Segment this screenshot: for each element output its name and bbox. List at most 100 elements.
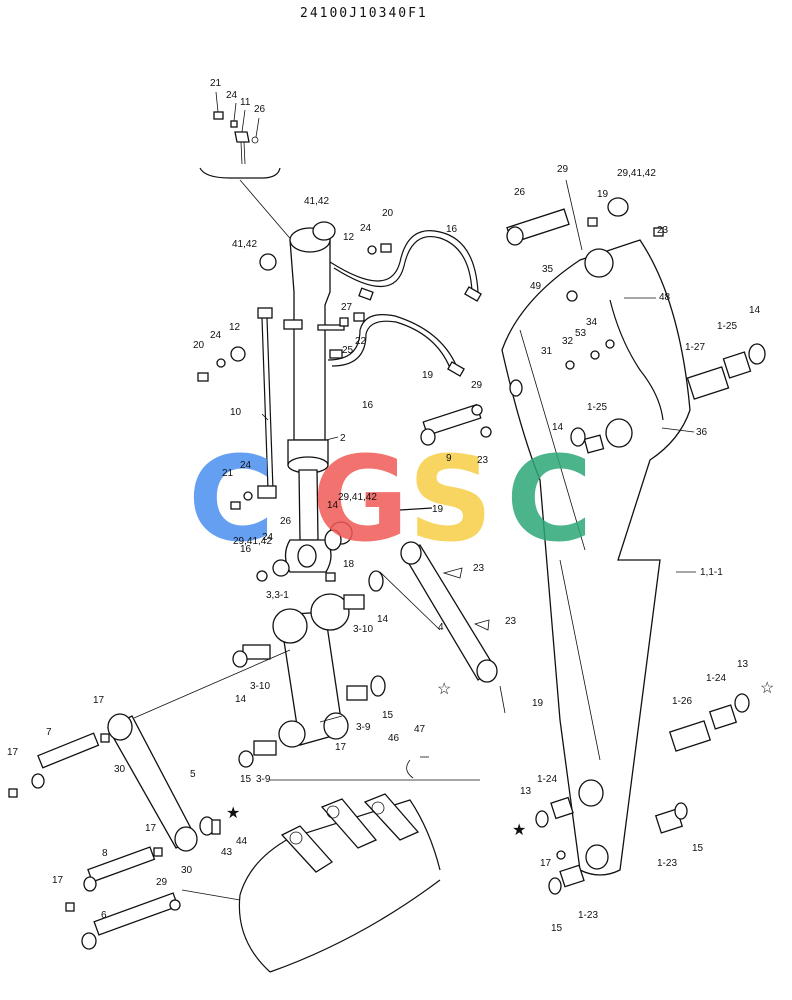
callout: 18 [343,559,355,570]
callout: 1-26 [672,696,692,707]
callout: 14 [377,614,389,625]
callout: 4 [438,622,444,633]
callout: 23 [657,225,669,236]
callout: 41,42 [232,239,257,250]
link-3 [232,570,386,768]
callout: 19 [432,504,444,515]
callout: 20 [382,208,394,219]
callout: 35 [542,264,554,275]
callout: 13 [737,659,749,670]
callout: 44 [236,836,248,847]
callout: 22 [355,336,367,347]
arm-bushings [420,197,766,895]
arm-1 [501,239,691,876]
drawing-code: 24100J10340F1 [300,6,428,21]
callout: 16 [362,400,374,411]
callout: 34 [586,317,598,328]
callout: 1-23 [578,910,598,921]
fasteners-left [197,221,433,582]
callout: 21 [222,468,234,479]
callout: 31 [541,346,553,357]
svg-text:☆: ☆ [437,681,451,698]
callout: 6 [101,910,107,921]
callout: 3,3-1 [266,590,289,601]
callout: 5 [190,769,196,780]
callout: 15 [692,843,704,854]
callout: 36 [696,427,708,438]
watermark-letter-s: S [408,430,493,568]
link-4 [400,541,506,714]
callout: 24 [262,532,274,543]
callout: 23 [473,563,485,574]
callout: 17 [145,823,157,834]
callout: 29 [471,380,483,391]
callout: 29,41,42 [617,168,656,179]
callout: 14 [235,694,247,705]
watermark-letter-c1: C [188,430,275,568]
callout: 3-9 [356,722,371,733]
callout: 12 [229,322,241,333]
callout: 26 [514,187,526,198]
callout: 29,41,42 [338,492,377,503]
callout: 17 [335,742,347,753]
callout: 3-9 [256,774,271,785]
detail-clamp [199,91,301,251]
svg-text:★: ★ [226,805,240,822]
callout: 16 [446,224,458,235]
callout: 1-27 [685,342,705,353]
callout-labels: 21 24 11 26 41,42 24 20 41,42 12 16 27 2… [7,78,761,934]
svg-text:☆: ☆ [760,680,774,697]
callout: 17 [93,695,105,706]
bucket-cylinder [284,227,345,573]
callout: 30 [181,865,193,876]
callout: 43 [221,847,233,858]
callout: 24 [226,90,238,101]
callout: 1,1-1 [700,567,723,578]
callout: 19 [422,370,434,381]
svg-text:★: ★ [512,822,526,839]
callout: 14 [749,305,761,316]
callout: 24 [210,330,222,341]
marker-stars: ★ ★ ☆ ☆ [226,680,774,839]
callout: 17 [52,875,64,886]
callout: 20 [193,340,205,351]
callout: 14 [552,422,564,433]
callout: 1-24 [706,673,726,684]
callout: 46 [388,733,400,744]
callout: 2 [340,433,346,444]
hoses [327,230,482,377]
bucket [238,756,480,973]
callout: 49 [530,281,542,292]
watermark-cgsc: C G S C [188,430,593,568]
callout: 1-23 [657,858,677,869]
callout: 1-24 [537,774,557,785]
callout: 47 [414,724,426,735]
callout: 29 [156,877,168,888]
callout: 23 [477,455,489,466]
callout: 53 [575,328,587,339]
callout: 25 [342,345,354,356]
callout: 19 [532,698,544,709]
callout: 7 [46,727,52,738]
callout: 15 [240,774,252,785]
link-5 [8,649,291,950]
callout: 19 [597,189,609,200]
leader-lines [261,179,696,631]
watermark-letter-c2: C [506,430,593,568]
callout: 23 [505,616,517,627]
callout: 10 [230,407,242,418]
callout: 29 [557,164,569,175]
callout: 27 [341,302,353,313]
callout: 3-10 [250,681,270,692]
callout: 26 [280,516,292,527]
callout: 9 [446,453,452,464]
callout: 12 [343,232,355,243]
callout: 17 [7,747,19,758]
callout: 13 [520,786,532,797]
callout: 41,42 [304,196,329,207]
callout: 8 [102,848,108,859]
callout: 15 [551,923,563,934]
callout: 11 [240,97,251,108]
callout: 29,41,42 [233,536,272,547]
